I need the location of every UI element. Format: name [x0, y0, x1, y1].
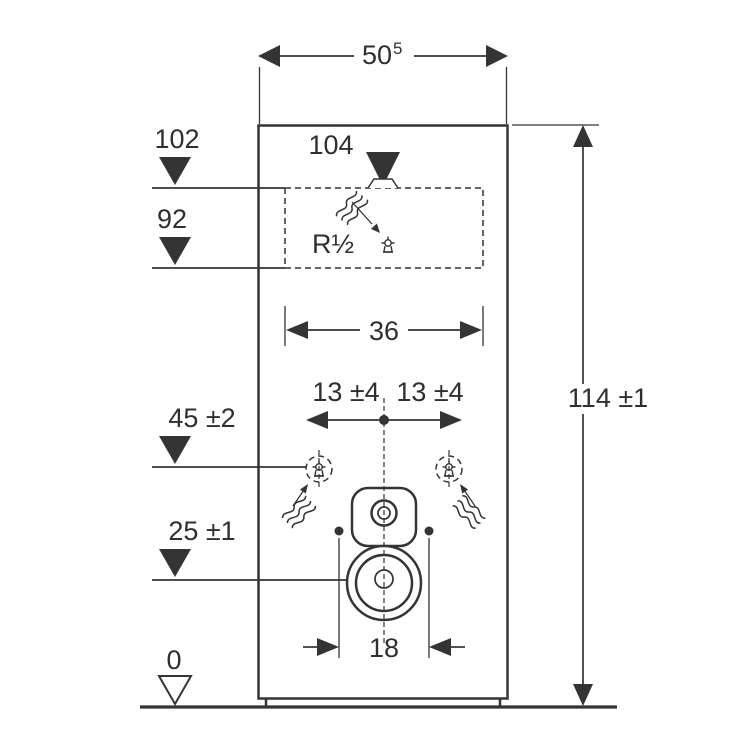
inlet-arrow-shaft	[351, 201, 373, 225]
dim-13-left-label: 13 ±4	[312, 377, 379, 407]
center-dot	[379, 415, 389, 425]
hose-arrow-left-head	[300, 484, 308, 494]
down-arrow-102	[159, 157, 191, 185]
dim-104-label: 104	[308, 130, 353, 160]
arrowhead-right	[486, 45, 508, 67]
zero-level-marker: 0	[157, 645, 193, 707]
arrowhead-left	[258, 45, 280, 67]
overall-width-label: 50	[362, 40, 392, 70]
water-connection-label: R½	[312, 229, 354, 259]
dim-18: 18	[303, 538, 465, 663]
arrowhead-left	[286, 321, 308, 339]
arrowhead-left-pointing	[429, 638, 451, 656]
dim-102-label: 102	[154, 124, 199, 154]
dim-45: 45 ±2	[152, 403, 306, 468]
arrowhead-right	[440, 411, 462, 429]
dim-overall-height: 114 ±1	[512, 124, 648, 706]
fixing-dot-left	[334, 526, 344, 536]
dim-92-label: 92	[157, 204, 187, 234]
dim-92: 92	[152, 204, 285, 269]
inlet-arrow-head	[370, 223, 380, 233]
arrowhead-left	[306, 411, 328, 429]
dim-25-label: 25 ±1	[168, 516, 235, 546]
down-arrow-104	[366, 152, 400, 186]
arrowhead-down	[573, 684, 593, 706]
fixing-dot-right	[424, 526, 434, 536]
supply-connection-left	[305, 450, 333, 489]
hose-arrow-right	[450, 484, 488, 531]
inlet-zone: R½	[284, 178, 484, 269]
hose-arrow-left	[280, 484, 318, 531]
hose-arrow-right-head	[460, 484, 468, 494]
zero-label: 0	[166, 645, 181, 675]
dim-13-right-label: 13 ±4	[396, 377, 463, 407]
arrowhead-right	[460, 321, 482, 339]
supply-connection-right	[435, 450, 463, 489]
dim-25: 25 ±1	[152, 516, 347, 581]
inlet-zone-box	[284, 187, 484, 269]
inlet-notch	[367, 178, 399, 189]
dim-45-label: 45 ±2	[168, 403, 235, 433]
dim-36: 36	[284, 306, 484, 346]
arrowhead-right-pointing	[317, 638, 339, 656]
dim-114-label: 114 ±1	[568, 383, 648, 413]
down-arrow-92	[159, 237, 191, 265]
arrowhead-up	[573, 125, 593, 147]
open-down-arrow-zero	[157, 675, 193, 707]
down-arrow-25	[159, 549, 191, 577]
overall-width-superscript: 5	[393, 39, 402, 58]
down-arrow-45	[159, 436, 191, 464]
dim-102: 102	[152, 124, 285, 189]
dim-overall-width: 50 5	[258, 39, 508, 124]
dim-104: 104	[308, 130, 400, 186]
dim-36-label: 36	[369, 316, 399, 346]
dim-18-label: 18	[369, 633, 399, 663]
